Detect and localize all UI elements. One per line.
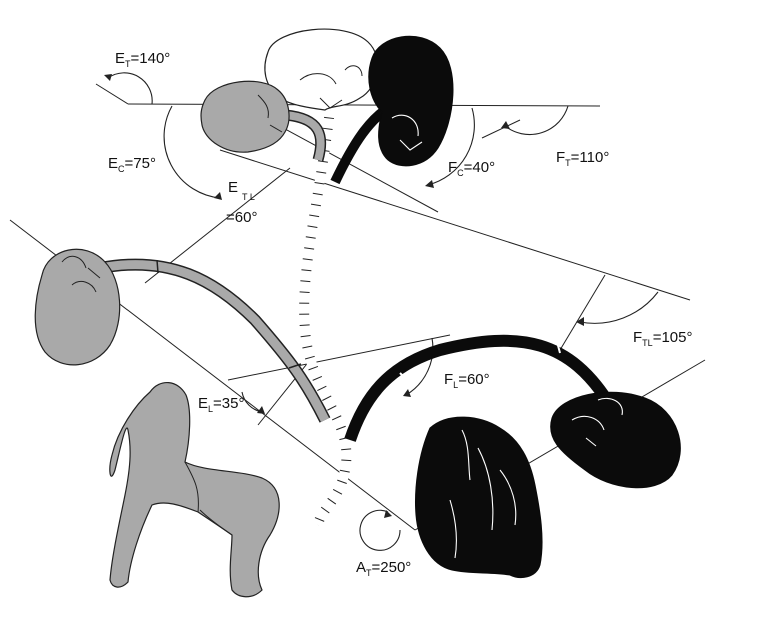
svg-text:T L: T L xyxy=(242,192,255,202)
vertebra-tick xyxy=(337,479,347,484)
svg-text:ET=140°: ET=140° xyxy=(115,50,170,69)
vertebra-tick xyxy=(314,517,325,522)
vertebra-tick xyxy=(299,324,310,326)
vertebra-tick xyxy=(300,280,311,283)
vertebra-tick xyxy=(320,506,330,514)
svg-text:E: E xyxy=(228,179,238,196)
vertebra-tick xyxy=(299,291,310,293)
vertebra-tick xyxy=(317,160,328,163)
vertebra-tick xyxy=(309,214,320,218)
skull-left xyxy=(34,248,121,366)
svg-text:AT=250°: AT=250° xyxy=(356,559,411,578)
svg-text:FC=40°: FC=40° xyxy=(448,159,495,178)
vertebra-tick xyxy=(327,405,337,411)
vertebra-tick xyxy=(317,385,327,392)
vertebra-tick xyxy=(314,181,325,185)
figure-backbend xyxy=(109,382,280,598)
vertebra-tick xyxy=(339,469,350,473)
vertebra-tick xyxy=(312,375,323,381)
spine-column xyxy=(299,109,352,527)
label-f-c: FC=40° xyxy=(448,159,495,178)
vertebra-tick xyxy=(316,171,327,174)
extension-spines xyxy=(98,109,331,423)
svg-text:EC=75°: EC=75° xyxy=(108,155,156,174)
figure-crouch xyxy=(415,416,543,578)
svg-text:FT=110°: FT=110° xyxy=(556,149,609,168)
skull-extension xyxy=(200,80,290,153)
vertebra-tick xyxy=(308,365,319,371)
vertebra-tick xyxy=(307,225,318,228)
vertebra-tick xyxy=(327,497,337,505)
svg-text:FTL=105°: FTL=105° xyxy=(633,329,692,348)
label-f-tl: FTL=105° xyxy=(633,329,692,348)
vertebra-tick xyxy=(304,355,315,360)
label-e-t: ET=140° xyxy=(115,50,170,69)
label-f-l: FL=60° xyxy=(444,371,490,390)
vertebra-tick xyxy=(310,203,321,207)
label-a-t: AT=250° xyxy=(356,559,411,578)
vertebra-tick xyxy=(301,269,312,272)
vertebra-tick xyxy=(341,459,352,462)
vertebra-tick xyxy=(302,345,313,349)
svg-text:EL=35°: EL=35° xyxy=(198,395,244,414)
vertebra-tick xyxy=(302,258,313,261)
svg-text:FL=60°: FL=60° xyxy=(444,371,490,390)
label-f-t: FT=110° xyxy=(556,149,609,168)
skull-right xyxy=(550,391,681,489)
vertebra-tick xyxy=(312,192,323,196)
vertebra-tick xyxy=(331,415,342,421)
vertebra-ticks xyxy=(299,116,352,522)
vertebra-tick xyxy=(305,236,316,239)
angle-arcs xyxy=(104,72,659,551)
vertebra-tick xyxy=(322,127,333,131)
vertebra-tick xyxy=(324,116,335,120)
vertebra-tick xyxy=(322,395,332,401)
label-e-c: EC=75° xyxy=(108,155,156,174)
label-e-tl: E T L =60° xyxy=(226,179,257,226)
vertebra-tick xyxy=(336,425,346,431)
vertebra-tick xyxy=(304,247,315,250)
vertebra-tick xyxy=(332,489,343,495)
vertebra-tick xyxy=(300,335,311,338)
skull-flexion xyxy=(368,35,454,167)
label-e-l: EL=35° xyxy=(198,395,244,414)
vertebra-tick xyxy=(341,448,352,451)
svg-text:=60°: =60° xyxy=(226,209,257,226)
